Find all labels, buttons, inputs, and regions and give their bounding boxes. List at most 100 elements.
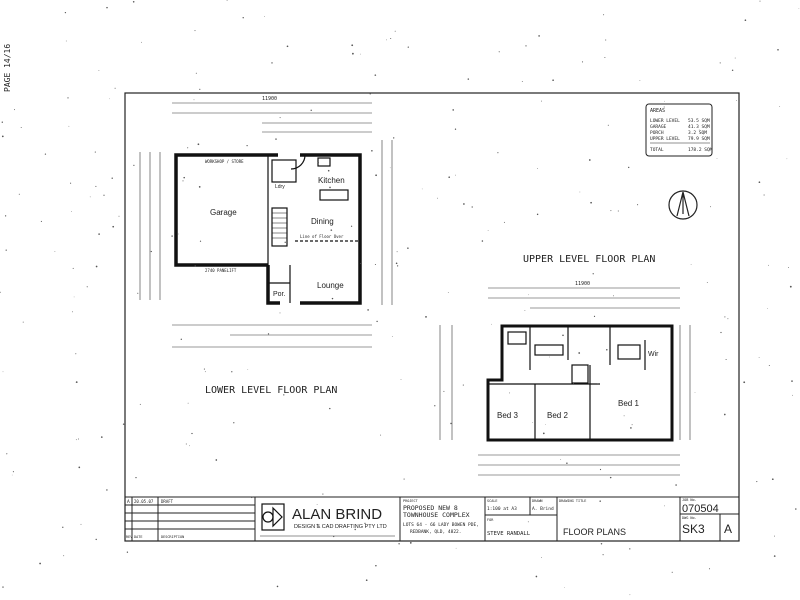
- drawing-title: FLOOR PLANS: [563, 527, 626, 537]
- speckle-dot: [374, 74, 377, 76]
- speckle-dot: [630, 427, 632, 429]
- speckle-dot: [592, 273, 594, 275]
- speckle-dot: [421, 188, 423, 190]
- speckle-dot: [593, 315, 596, 318]
- speckle-dot: [374, 263, 376, 266]
- speckle-dot: [329, 186, 331, 189]
- company-subtitle: DESIGN & CAD DRAFTING PTY LTD: [294, 524, 387, 530]
- speckle-dot: [455, 547, 457, 549]
- lower-level-plan: 11900 Garage Kitchen Dining Lounge Por. …: [139, 96, 393, 396]
- speckle-dot: [597, 383, 599, 385]
- speckle-dot: [467, 78, 470, 80]
- speckle-dot: [566, 462, 568, 464]
- upper-level-plan: UPPER LEVEL FLOOR PLAN 11900 Bed 3 Bed 2…: [439, 254, 691, 476]
- speckle-dot: [65, 40, 67, 42]
- speckle-dot: [333, 535, 335, 538]
- speckle-dot: [133, 164, 135, 166]
- note-panelift: 2740 PANELIFT: [205, 268, 237, 273]
- speckle-dot: [106, 489, 108, 491]
- speckle-dot: [631, 424, 633, 426]
- speckle-dot: [744, 19, 747, 22]
- speckle-dot: [132, 0, 135, 3]
- revision-description: DRAFT: [161, 499, 174, 504]
- speckle-dot: [777, 49, 779, 51]
- speckle-dot: [609, 476, 612, 479]
- speckle-dot: [351, 44, 354, 47]
- speckle-dot: [407, 46, 409, 48]
- speckle-dot: [536, 213, 539, 216]
- speckle-dot: [690, 264, 692, 266]
- speckle-dot: [364, 522, 366, 525]
- speckle-dot: [448, 176, 450, 178]
- speckle-dot: [11, 474, 13, 476]
- speckle-dot: [198, 186, 201, 188]
- speckle-dot: [106, 6, 108, 9]
- speckle-dot: [409, 542, 412, 544]
- speckle-dot: [573, 383, 575, 384]
- speckle-dot: [710, 206, 712, 208]
- speckle-dot: [637, 204, 639, 206]
- speckle-dot: [617, 210, 619, 212]
- speckle-dot: [639, 80, 641, 81]
- speckle-dot: [191, 432, 193, 435]
- speckle-dot: [454, 128, 457, 130]
- speckle-dot: [497, 152, 499, 154]
- speckle-dot: [544, 423, 546, 425]
- speckle-dot: [528, 294, 530, 296]
- speckle-dot: [271, 62, 273, 64]
- speckle-dot: [407, 247, 409, 249]
- speckle-dot: [203, 368, 205, 370]
- speckle-dot: [664, 100, 665, 102]
- speckle-dot: [663, 106, 665, 108]
- speckle-dot: [194, 265, 196, 267]
- speckle-dot: [359, 53, 361, 55]
- job-number: 070504: [682, 503, 719, 515]
- speckle-dot: [375, 565, 377, 567]
- sheet-border: [124, 92, 740, 542]
- speckle-dot: [403, 478, 405, 480]
- room-label-laundry: Ldry: [275, 184, 285, 190]
- speckle-dot: [788, 266, 789, 268]
- note-store: WORKSHOP / STORE: [205, 159, 244, 164]
- speckle-dot: [537, 168, 538, 169]
- speckle-dot: [14, 109, 15, 111]
- speckle-dot: [71, 211, 72, 212]
- speckle-dot: [606, 348, 608, 351]
- speckle-dot: [590, 201, 592, 204]
- area-value: 41.3 SQM: [688, 124, 710, 130]
- area-label: GARAGE: [650, 124, 667, 130]
- room-label-garage: Garage: [210, 208, 237, 217]
- speckle-dot: [247, 368, 249, 370]
- speckle-dot: [100, 436, 103, 438]
- speckle-dot: [286, 45, 289, 48]
- speckle-dot: [560, 459, 562, 460]
- speckle-dot: [77, 438, 79, 440]
- speckle-dot: [180, 338, 182, 340]
- speckle-dot: [150, 250, 152, 253]
- speckle-dot: [758, 357, 760, 358]
- speckle-dot: [613, 295, 614, 297]
- speckle-dot: [481, 240, 484, 242]
- speckle-dot: [716, 158, 718, 160]
- speckle-dot: [317, 161, 320, 164]
- areas-title: AREAS: [650, 108, 665, 114]
- speckle-dot: [197, 143, 200, 146]
- speckle-dot: [795, 508, 797, 510]
- speckle-dot: [380, 434, 382, 436]
- speckle-dot: [95, 185, 97, 187]
- speckle-dot: [396, 265, 399, 267]
- speckle-dot: [375, 174, 377, 177]
- speckle-dot: [463, 203, 465, 205]
- speckle-dot: [72, 267, 74, 269]
- description-header: DESCRIPTION: [161, 535, 184, 539]
- speckle-dot: [126, 551, 129, 553]
- speckle-dot: [64, 11, 67, 14]
- speckle-dot: [78, 466, 81, 469]
- speckle-dot: [768, 264, 769, 266]
- speckle-dot: [664, 505, 665, 507]
- speckle-dot: [395, 262, 398, 265]
- speckle-dot: [1, 121, 3, 123]
- speckle-dot: [310, 109, 312, 111]
